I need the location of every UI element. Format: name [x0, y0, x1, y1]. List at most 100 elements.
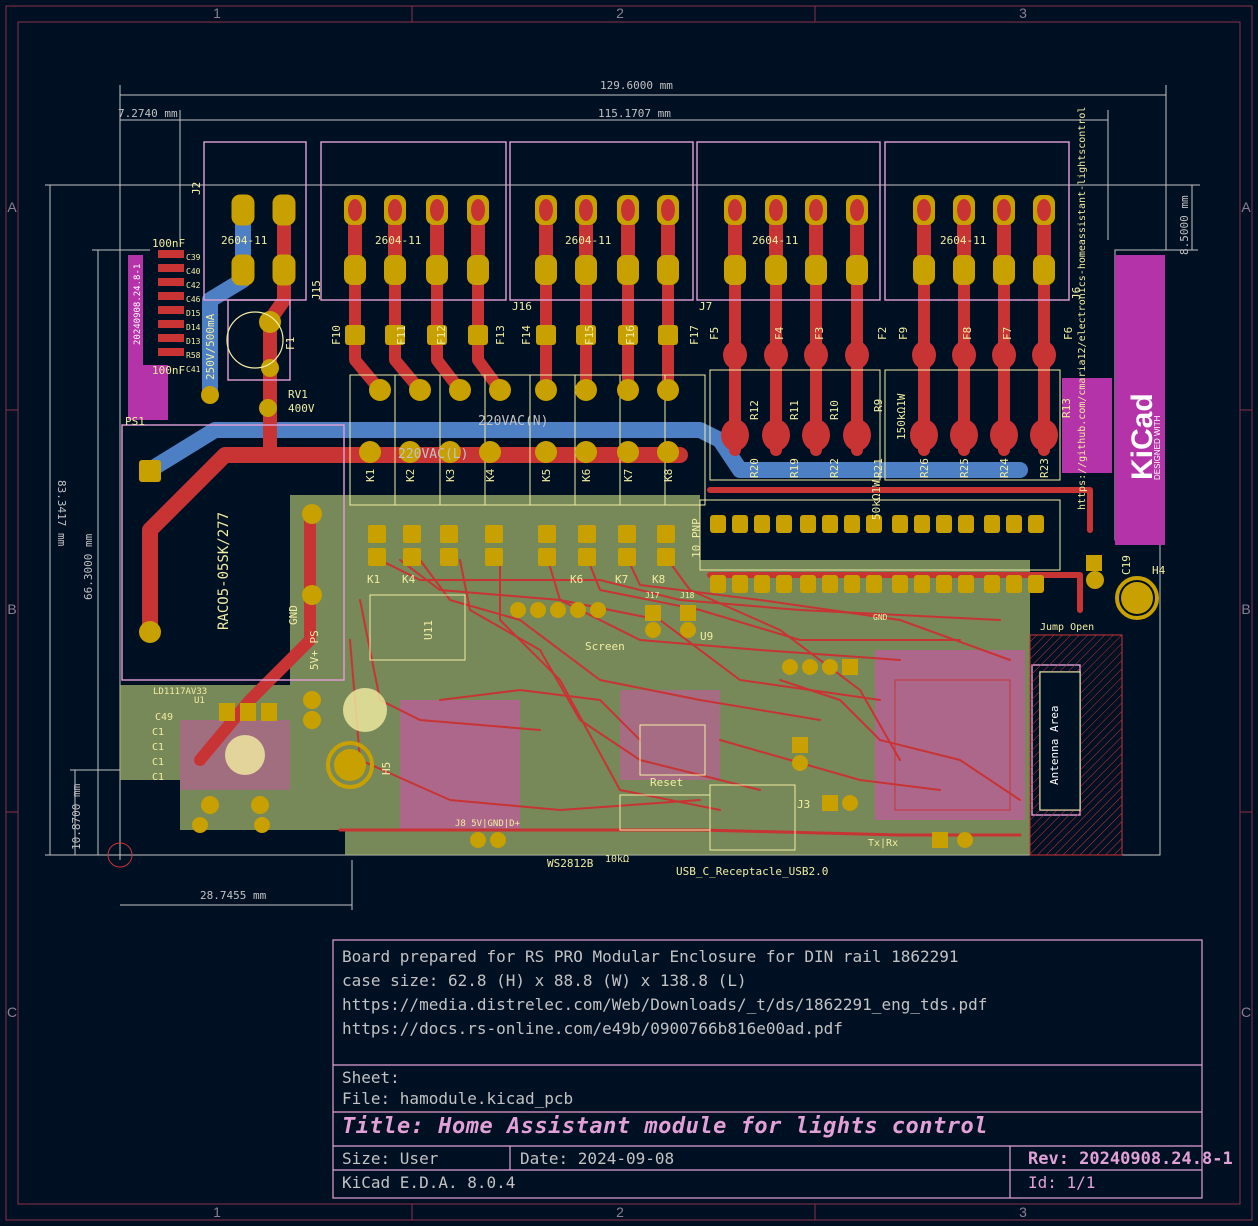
row-label: C — [7, 1004, 17, 1020]
fuse-pads — [345, 325, 1058, 463]
label-f11: F11 — [395, 325, 408, 345]
label-usb: USB_C_Receptacle_USB2.0 — [676, 865, 828, 878]
label-f17: F17 — [688, 325, 701, 345]
label-j2: J2 — [190, 182, 203, 195]
label-h4: H4 — [1152, 564, 1166, 577]
title-note-4: https://docs.rs-online.com/e49b/0900766b… — [342, 1019, 843, 1038]
label-r20: R20 — [748, 458, 761, 478]
mount-hole-h4 — [1115, 576, 1159, 620]
label-c1c: C1 — [152, 757, 164, 768]
title-tool: KiCad E.D.A. 8.0.4 — [342, 1173, 516, 1192]
label-j6: J6 — [1070, 287, 1083, 300]
label-f14: F14 — [520, 325, 533, 345]
label-reset: Reset — [650, 776, 683, 789]
page-title: Title: Home Assistant module for lights … — [342, 1114, 989, 1139]
label-r13: R13 — [1060, 398, 1073, 418]
origin-marker — [107, 842, 133, 868]
col-label: 2 — [616, 1204, 624, 1220]
label-u1: U1 — [194, 696, 205, 706]
label-k4-bottom: K4 — [402, 573, 416, 586]
label-r23: R23 — [1038, 458, 1051, 478]
title-sheet: Sheet: — [342, 1068, 400, 1087]
dim-overall-width: 129.6000 mm — [600, 79, 673, 92]
title-note-3: https://media.distrelec.com/Web/Download… — [342, 995, 988, 1014]
title-file: File: hamodule.kicad_pcb — [342, 1089, 574, 1108]
label-ws2812b: WS2812B — [547, 857, 594, 870]
label-j7: J7 — [699, 300, 712, 313]
label-r22: R22 — [828, 458, 841, 478]
label-k3: K3 — [444, 469, 457, 482]
label-r12: R12 — [748, 400, 761, 420]
label-k7: K7 — [622, 469, 635, 482]
label-f3: F3 — [813, 327, 826, 340]
label-f15: F15 — [583, 325, 596, 345]
label-ldo: LD1117AV33 — [153, 687, 207, 697]
label-c46: C46 — [186, 295, 201, 304]
label-k1-bottom: K1 — [367, 573, 380, 586]
kicad-logo-top: DESIGNED WITH — [1153, 415, 1162, 480]
col-label: 2 — [616, 5, 624, 21]
label-k8-bottom: K8 — [652, 573, 665, 586]
label-antenna: Antenna Area — [1048, 706, 1061, 785]
row-label: C — [1241, 1004, 1251, 1020]
label-f10: F10 — [330, 325, 343, 345]
label-fuse-rating: 250V/500mA — [204, 313, 217, 380]
label-c39: C39 — [186, 253, 201, 262]
label-k6: K6 — [580, 469, 593, 482]
label-j8: J8 5V|GND|D+ — [455, 819, 521, 829]
connector-pads — [231, 194, 1055, 286]
title-size: Size: User — [342, 1149, 439, 1168]
label-c42: C42 — [186, 281, 201, 290]
label-r19: R19 — [788, 458, 801, 478]
label-k4: K4 — [484, 468, 497, 482]
label-gnd: GND — [287, 605, 300, 625]
dim-right-offset: 8.5000 mm — [1178, 195, 1191, 255]
label-j15: J15 — [310, 280, 323, 300]
misc-pads — [139, 311, 1153, 848]
label-r21: R21 — [872, 458, 885, 478]
label-rv1: RV1 — [288, 388, 308, 401]
title-rev: Rev: 20240908.24.8-1 — [1028, 1149, 1233, 1169]
label-r10: R10 — [828, 400, 841, 420]
label-ps-part: RACO5-05SK/277 — [216, 512, 232, 630]
label-tx-rx: Tx|Rx — [868, 838, 898, 849]
label-f4: F4 — [773, 326, 786, 340]
relay-outlines — [349, 369, 1061, 571]
net-labels: 220VAC(N) 220VAC(L) — [398, 414, 548, 462]
connector-part-label: 2604-11 — [752, 234, 798, 247]
label-c49: C49 — [155, 712, 173, 723]
left-label-block — [128, 255, 143, 385]
label-j16: J16 — [512, 300, 532, 313]
label-version: 20240908.24.8-1 — [133, 264, 143, 345]
dim-left-offset: 7.2740 mm — [118, 107, 178, 120]
left-smd-pads — [158, 250, 184, 356]
label-d15: D15 — [186, 309, 201, 318]
row-label: B — [1241, 601, 1250, 617]
title-note-1: Board prepared for RS PRO Modular Enclos… — [342, 947, 959, 966]
sheet-frame — [5, 5, 1253, 1221]
title-note-2: case size: 62.8 (H) x 88.8 (W) x 138.8 (… — [342, 971, 747, 990]
row-label: B — [7, 601, 16, 617]
label-f6: F6 — [1062, 327, 1075, 340]
connector-part-label: 2604-11 — [375, 234, 421, 247]
label-f8: F8 — [961, 327, 974, 340]
kicad-logo: KiCad DESIGNED WITH https://github.com/c… — [1062, 107, 1165, 545]
github-url: https://github.com/cmaria12/electronics-… — [1077, 107, 1088, 510]
dim-overall-height: 83.3417 mm — [55, 480, 68, 547]
dim-inner-width: 115.1707 mm — [598, 107, 671, 120]
col-label: 3 — [1019, 1204, 1027, 1220]
silk-labels: 2604-11 2604-11 2604-11 2604-11 2604-11 … — [125, 182, 1166, 878]
label-c1a: C1 — [152, 727, 164, 738]
label-k8: K8 — [662, 469, 675, 482]
col-label: 3 — [1019, 5, 1027, 21]
connector-part-label: 2604-11 — [221, 234, 267, 247]
label-k7-bottom: K7 — [615, 573, 628, 586]
label-d14: D14 — [186, 323, 201, 332]
label-r26: R26 — [918, 458, 931, 478]
label-r58: R58 — [186, 351, 201, 360]
label-f12: F12 — [435, 325, 448, 345]
kicad-logo-text: KiCad — [1126, 393, 1159, 480]
dimension-texts: 129.6000 mm 115.1707 mm 7.2740 mm 28.745… — [55, 79, 1191, 902]
antenna-box — [1039, 671, 1081, 811]
